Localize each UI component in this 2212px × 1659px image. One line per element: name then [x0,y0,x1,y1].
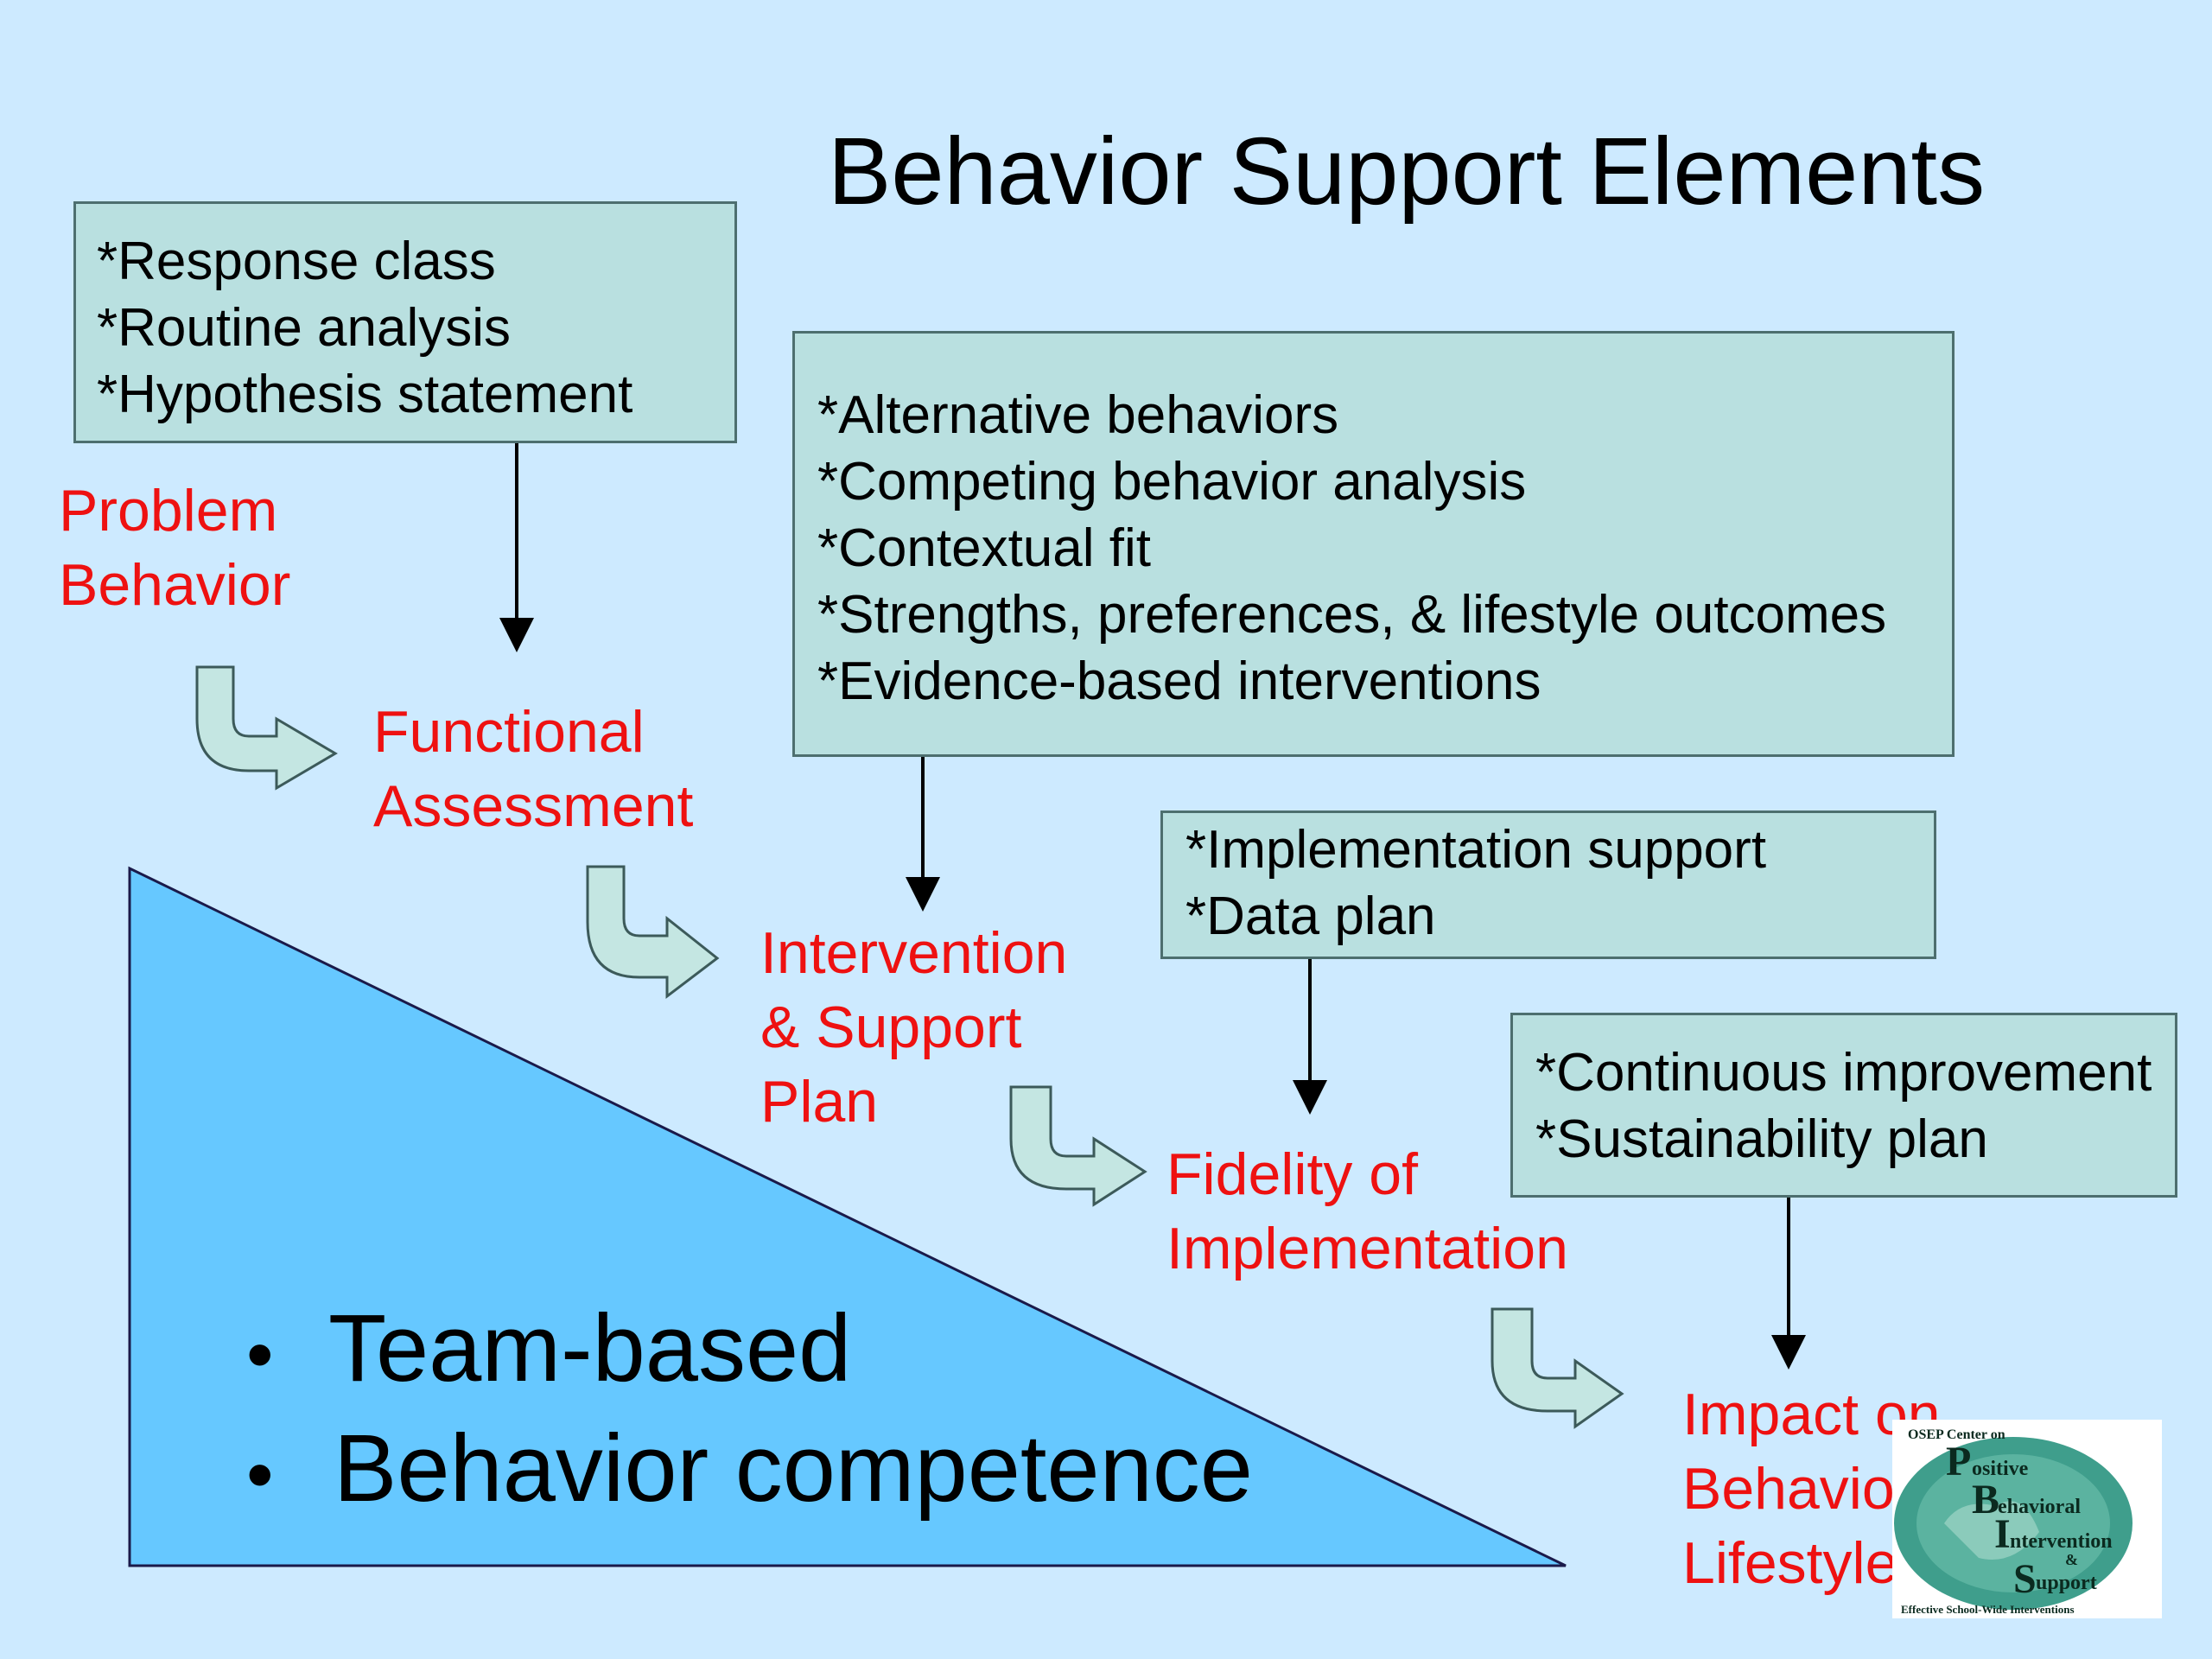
plan-elements-box: *Alternative behaviors *Competing behavi… [792,331,1955,757]
bullet-item: • Behavior competence [246,1412,1253,1532]
box-line: *Evidence-based interventions [817,652,1541,711]
logo-initial-p: P [1946,1439,1971,1484]
curved-arrow-4 [1491,1307,1624,1429]
curved-arrow-1 [195,665,338,791]
step-fidelity-of-implementation: Fidelity of Implementation [1166,1141,1568,1281]
logo-bottom-line: Effective School-Wide Interventions [1901,1603,2075,1616]
box-line: *Competing behavior analysis [817,452,1527,512]
logo-word-positive: ositive [1972,1458,2029,1480]
step-intervention-support-plan: Intervention & Support Plan [760,920,1068,1135]
page-title: Behavior Support Elements [828,118,1986,225]
curved-arrow-2 [586,865,720,1000]
box-line: *Data plan [1185,887,1436,946]
logo-word-behavioral: ehavioral [1998,1496,2081,1518]
box-line: *Implementation support [1185,820,1767,880]
box-line: *Routine analysis [97,298,512,358]
competence-triangle [128,866,1567,1567]
logo-top-line: OSEP Center on [1908,1427,2005,1442]
triangle-bullet-list: • Team-based • Behavior competence [246,1292,1253,1532]
box-line: *Sustainability plan [1535,1109,1988,1169]
pbis-logo-graphic: OSEP Center on P ositive B ehavioral I n… [1894,1427,2133,1616]
logo-initial-b: B [1972,1477,1999,1522]
box-line: *Response class [97,232,496,291]
impact-elements-box: *Continuous improvement *Sustainability … [1510,1013,2177,1198]
box-line: *Continuous improvement [1535,1043,2152,1103]
bullet-item: • Team-based [246,1292,1253,1412]
curved-arrow-3 [1009,1085,1147,1207]
implementation-elements-box: *Implementation support *Data plan [1160,810,1936,959]
assessment-elements-box: *Response class *Routine analysis *Hypot… [73,201,737,443]
bullet-icon: • [246,1312,274,1398]
box-line: *Contextual fit [817,518,1151,578]
box-line: *Hypothesis statement [97,365,633,424]
box-line: *Alternative behaviors [817,385,1339,445]
step-functional-assessment: Functional Assessment [373,699,694,839]
step-problem-behavior: Problem Behavior [59,478,291,618]
bullet-icon: • [246,1432,274,1518]
pbis-logo: OSEP Center on P ositive B ehavioral I n… [1892,1420,2162,1618]
logo-initial-s: S [2013,1556,2037,1602]
logo-ampersand: & [2065,1551,2078,1568]
logo-word-intervention: ntervention [2010,1530,2113,1553]
box-line: *Strengths, preferences, & lifestyle out… [817,585,1887,645]
logo-initial-i: I [1994,1511,2011,1557]
logo-word-support: upport [2036,1572,2097,1594]
